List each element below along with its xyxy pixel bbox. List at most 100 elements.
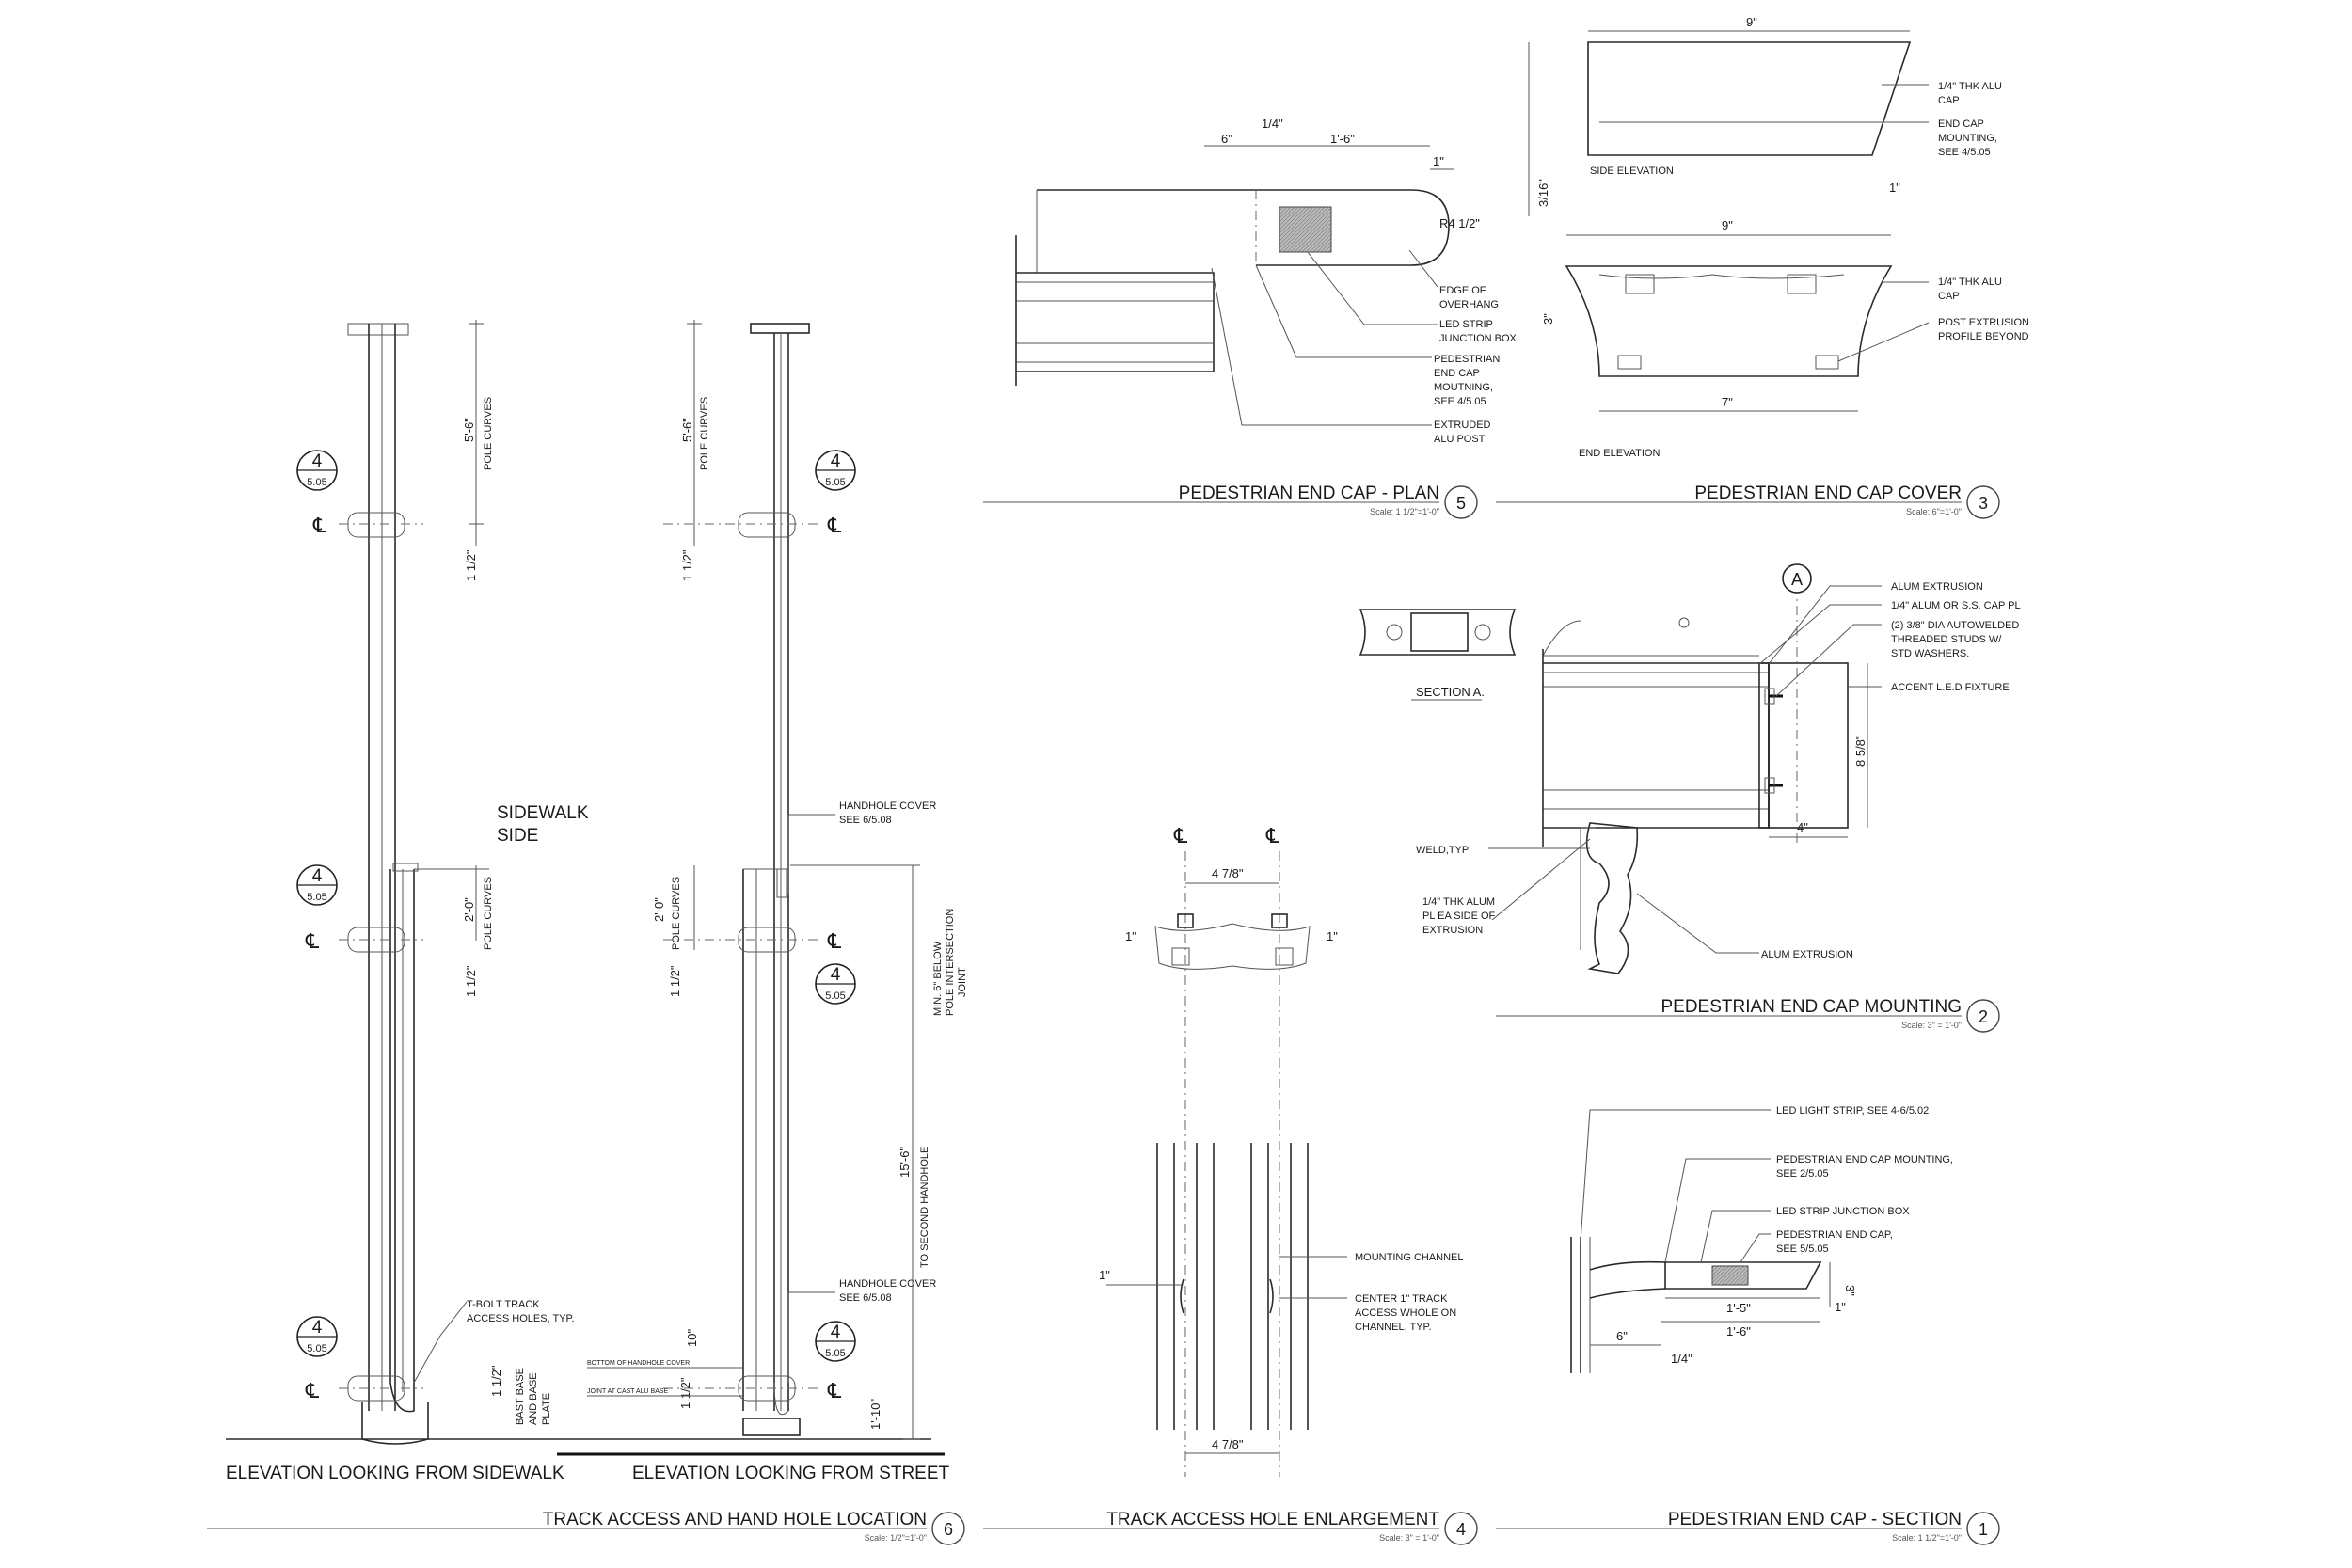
plan-note: EDGE OF — [1439, 285, 1486, 296]
end-cap-section: LED LIGHT STRIP, SEE 4-6/5.02 PEDESTRIAN… — [1570, 1105, 1953, 1373]
svg-text:4: 4 — [312, 451, 323, 471]
dim-1-1-2: 1 1/2" — [678, 1377, 692, 1409]
title-block-4: TRACK ACCESS HOLE ENLARGEMENT Scale: 3" … — [983, 1510, 1478, 1545]
detail-callout[interactable]: 4 5.05 — [815, 1321, 856, 1362]
dim-2-0: 2'-0" — [462, 897, 476, 922]
min-note: JOINT — [957, 967, 968, 997]
weld-note: WELD,TYP — [1416, 845, 1469, 856]
section-a-label: SECTION A. — [1416, 685, 1485, 699]
base-note: PLATE — [541, 1393, 552, 1425]
title-block-5: PEDESTRIAN END CAP - PLAN Scale: 1 1/2"=… — [983, 483, 1478, 519]
dim-3: 3" — [1541, 313, 1555, 325]
cap-end-elevation — [1565, 265, 1893, 377]
dim-1-1-2: 1 1/2" — [680, 549, 694, 581]
cover-note: 1/4" THK ALU — [1938, 277, 2002, 288]
detail-number: 2 — [1979, 1007, 1988, 1026]
section-note: LED STRIP JUNCTION BOX — [1776, 1206, 1910, 1217]
end-elevation-label: END ELEVATION — [1579, 448, 1660, 459]
centerline-symbol: ℄ — [827, 1379, 842, 1402]
svg-text:5.05: 5.05 — [825, 990, 845, 1002]
pole-base — [742, 1418, 801, 1436]
dim-3-16: 3/16" — [1536, 179, 1550, 207]
centerline-symbol: ℄ — [305, 1379, 320, 1402]
plan-note: OVERHANG — [1439, 299, 1499, 310]
dim-1-10: 1'-10" — [868, 1398, 882, 1430]
elevation-street: ℄ ℄ ℄ 4 5.05 4 5.05 4 5.05 5'-6" POLE CU… — [557, 320, 968, 1483]
min-note: POLE INTERSECTION — [945, 909, 956, 1016]
section-note: SEE 5/5.05 — [1776, 1243, 1829, 1255]
section-a-profile — [1359, 609, 1517, 656]
plan-note: JUNCTION BOX — [1439, 333, 1518, 344]
mounting-note: 1/4" ALUM OR S.S. CAP PL — [1891, 600, 2021, 611]
cap-outline — [1037, 189, 1450, 266]
plan-note: SEE 4/5.05 — [1434, 396, 1486, 407]
section-note: PEDESTRIAN END CAP, — [1776, 1229, 1893, 1241]
cover-note: 1/4" THK ALU — [1938, 81, 2002, 92]
detail-callout[interactable]: 4 5.05 — [296, 1316, 338, 1357]
svg-text:4: 4 — [312, 866, 323, 886]
cover-note: CAP — [1938, 291, 1960, 302]
dim-1: 1" — [1433, 154, 1444, 168]
centerline-symbol: ℄ — [305, 929, 320, 953]
detail-callout[interactable]: 4 5.05 — [296, 450, 338, 491]
dim-note: POLE CURVES — [671, 877, 682, 950]
detail-title: PEDESTRIAN END CAP MOUNTING — [1661, 997, 1962, 1017]
side-elevation-label: SIDE ELEVATION — [1590, 166, 1674, 177]
detail-callout[interactable]: 4 5.05 — [296, 864, 338, 906]
detail-number: 5 — [1456, 494, 1466, 513]
detail-scale: Scale: 1 1/2"=1'-0" — [1892, 1533, 1962, 1543]
detail-callout[interactable]: 4 5.05 — [815, 450, 856, 491]
dim-5-6: 5'-6" — [680, 418, 694, 442]
mounting-note: ACCENT L.E.D FIXTURE — [1891, 682, 2010, 693]
detail-number: 1 — [1979, 1520, 1988, 1539]
dim-8-5-8: 8 5/8" — [1853, 735, 1867, 767]
cover-note: POST EXTRUSION — [1938, 317, 2029, 328]
junction-box — [1279, 206, 1332, 253]
section-marker: A — [1791, 570, 1803, 589]
detail-number: 6 — [944, 1520, 953, 1539]
center-track-note: CHANNEL, TYP. — [1355, 1322, 1432, 1333]
dim-10: 10" — [685, 1329, 699, 1347]
detail-callout[interactable]: 4 5.05 — [815, 963, 856, 1005]
dim-note: TO SECOND HANDHOLE — [919, 1147, 930, 1268]
cover-note: PROFILE BEYOND — [1938, 331, 2029, 342]
centerline-symbol: ℄ — [1265, 824, 1280, 847]
cover-note: CAP — [1938, 95, 1960, 106]
dim-1-4: 1/4" — [1262, 117, 1283, 131]
dim-6: 6" — [1616, 1329, 1628, 1343]
centerline-symbol: ℄ — [827, 929, 842, 953]
handhole-note: SEE 6/5.08 — [839, 815, 892, 826]
track-access-enlargement: ℄ ℄ 4 7/8" 1" 1" 1" MOUNTING CHANNEL CEN… — [1099, 824, 1464, 1477]
dim-4-7-8: 4 7/8" — [1212, 1437, 1244, 1451]
end-cap-plan: 6" 1/4" 1'-6" 1" R4 1/2" EDGE OF OVERHAN… — [1015, 117, 1518, 445]
dim-3: 3" — [1843, 1285, 1857, 1296]
dim-1: 1" — [1327, 929, 1338, 943]
mounting-note: (2) 3/8" DIA AUTOWELDED — [1891, 620, 2019, 631]
dim-1: 1" — [1125, 929, 1136, 943]
end-cap-mounting: SECTION A. A ALUM EXTRUSION 1/4" ALUM OR… — [1359, 563, 2021, 974]
dim-1: 1" — [1099, 1268, 1110, 1282]
detail-number: 4 — [1456, 1520, 1466, 1539]
dim-1-1-2: 1 1/2" — [464, 549, 478, 581]
section-note: LED LIGHT STRIP, SEE 4-6/5.02 — [1776, 1105, 1929, 1117]
caption-street: ELEVATION LOOKING FROM STREET — [632, 1464, 950, 1483]
section-note: SEE 2/5.05 — [1776, 1168, 1829, 1180]
dim-4: 4" — [1797, 820, 1808, 834]
end-cap-body — [1664, 1261, 1822, 1290]
dim-6: 6" — [1221, 132, 1232, 146]
tbolt-note: T-BOLT TRACK — [467, 1299, 540, 1310]
dim-1-1-2: 1 1/2" — [489, 1365, 503, 1397]
detail-scale: Scale: 1/2"=1'-0" — [865, 1533, 927, 1543]
dim-1-5: 1'-5" — [1726, 1301, 1751, 1315]
dim-1-6: 1'-6" — [1330, 132, 1355, 146]
pole-top-cap — [347, 323, 409, 336]
handhole-note: SEE 6/5.08 — [839, 1292, 892, 1304]
centerline-symbol: ℄ — [1173, 824, 1188, 847]
tiny-note: BOTTOM OF HANDHOLE COVER — [587, 1360, 690, 1367]
plate-note: EXTRUSION — [1422, 925, 1483, 936]
dim-9: 9" — [1722, 218, 1733, 232]
extrusion-note: ALUM EXTRUSION — [1761, 949, 1853, 960]
detail-title: TRACK ACCESS AND HAND HOLE LOCATION — [543, 1510, 927, 1529]
title-block-1: PEDESTRIAN END CAP - SECTION Scale: 1 1/… — [1496, 1510, 2000, 1545]
track-profile — [1154, 923, 1311, 970]
